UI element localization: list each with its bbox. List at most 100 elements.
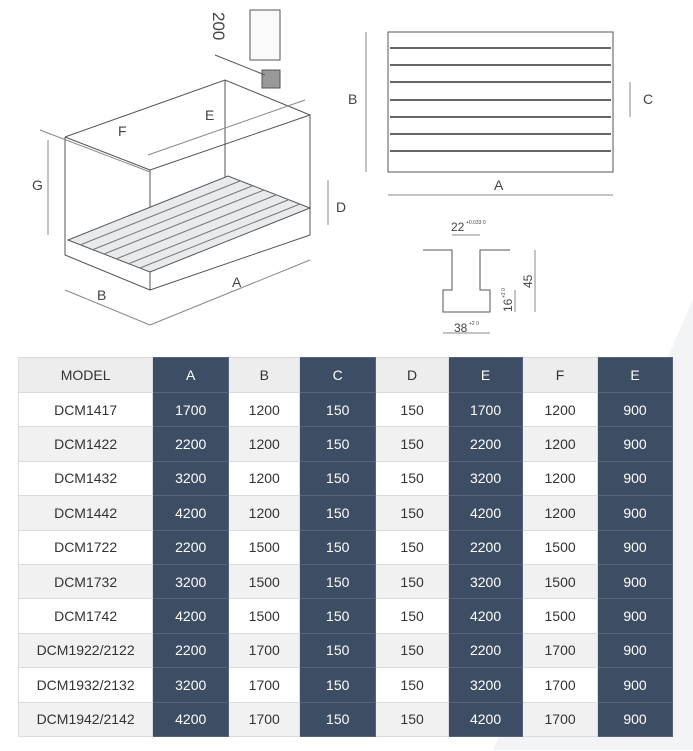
tslot-detail: 22 +0.033 0 38 +2 0 45 16 +2 0 [423, 220, 536, 335]
value-cell: 900 [597, 495, 673, 531]
top-label-b: B [348, 91, 357, 107]
label-g: G [32, 177, 43, 193]
value-cell: 3200 [152, 667, 230, 703]
value-cell: 1200 [522, 426, 599, 462]
tslot-width-tol: +0.033 0 [466, 220, 486, 226]
tslot-width: 22 [451, 220, 465, 234]
value-cell: 1200 [522, 391, 599, 428]
value-cell: 2200 [152, 529, 230, 565]
model-cell: DCM1722 [17, 529, 154, 565]
tslot-depth: 45 [521, 274, 535, 288]
value-cell: 150 [375, 632, 450, 669]
value-cell: 3200 [152, 563, 230, 600]
column-header: MODEL [17, 357, 154, 393]
value-cell: 4200 [448, 495, 524, 531]
value-cell: 150 [299, 391, 377, 428]
value-cell: 1700 [228, 701, 301, 737]
model-cell: DCM1432 [17, 460, 154, 497]
value-cell: 150 [375, 391, 450, 428]
value-cell: 900 [597, 667, 673, 703]
value-cell: 150 [299, 598, 377, 634]
label-a: A [232, 274, 242, 290]
value-cell: 150 [299, 563, 377, 600]
value-cell: 4200 [152, 701, 230, 737]
value-cell: 1500 [228, 529, 301, 565]
value-cell: 3200 [448, 460, 524, 497]
value-cell: 150 [299, 667, 377, 703]
value-cell: 1500 [228, 598, 301, 634]
value-cell: 900 [597, 460, 673, 497]
value-cell: 4200 [448, 598, 524, 634]
column-header: E [448, 357, 524, 393]
value-cell: 2200 [152, 426, 230, 462]
column-header: C [299, 357, 377, 393]
value-cell: 900 [597, 632, 673, 669]
tslot-head-width: 38 [454, 321, 468, 335]
tslot-head-height: 16 [501, 298, 515, 312]
column-header: B [228, 357, 301, 393]
label-b: B [97, 287, 106, 303]
label-f: F [118, 123, 127, 139]
value-cell: 1200 [228, 391, 301, 428]
model-cell: DCM1442 [17, 495, 154, 531]
top-label-c: C [643, 91, 653, 107]
value-cell: 3200 [448, 667, 524, 703]
spindle-height-label: 200 [209, 12, 228, 40]
value-cell: 1700 [522, 632, 599, 669]
model-cell: DCM1742 [17, 598, 154, 634]
top-label-a: A [494, 177, 504, 193]
value-cell: 4200 [448, 701, 524, 737]
model-cell: DCM1922/2122 [17, 632, 154, 669]
value-cell: 900 [597, 529, 673, 565]
value-cell: 900 [597, 426, 673, 462]
value-cell: 150 [375, 495, 450, 531]
label-e: E [205, 107, 214, 123]
model-cell: DCM1417 [17, 391, 154, 428]
value-cell: 150 [375, 529, 450, 565]
value-cell: 3200 [448, 563, 524, 600]
column-header: E [597, 357, 673, 393]
value-cell: 150 [375, 563, 450, 600]
value-cell: 1700 [228, 632, 301, 669]
value-cell: 1700 [228, 667, 301, 703]
machine-drawings: 200 E F G D B A B C A 22 +0.033 0 38 +2 … [32, 9, 653, 335]
value-cell: 1500 [522, 529, 599, 565]
tslot-head-height-tol: +2 0 [501, 288, 507, 298]
value-cell: 150 [299, 632, 377, 669]
value-cell: 150 [299, 426, 377, 462]
value-cell: 1200 [522, 495, 599, 531]
value-cell: 1700 [152, 391, 230, 428]
value-cell: 2200 [448, 529, 524, 565]
value-cell: 150 [299, 701, 377, 737]
value-cell: 1500 [522, 598, 599, 634]
value-cell: 900 [597, 598, 673, 634]
value-cell: 1500 [522, 563, 599, 600]
column-header: D [375, 357, 450, 393]
value-cell: 150 [299, 495, 377, 531]
tslot-head-width-tol: +2 0 [469, 321, 479, 327]
value-cell: 150 [375, 701, 450, 737]
value-cell: 1700 [448, 391, 524, 428]
value-cell: 150 [375, 667, 450, 703]
value-cell: 150 [299, 529, 377, 565]
value-cell: 1200 [228, 495, 301, 531]
label-d: D [336, 199, 346, 215]
value-cell: 1200 [228, 460, 301, 497]
column-header: F [522, 357, 599, 393]
value-cell: 1500 [228, 563, 301, 600]
column-header: A [152, 357, 230, 393]
model-cell: DCM1942/2142 [17, 701, 154, 737]
value-cell: 900 [597, 391, 673, 428]
value-cell: 3200 [152, 460, 230, 497]
model-cell: DCM1932/2132 [17, 667, 154, 703]
model-cell: DCM1422 [17, 426, 154, 462]
